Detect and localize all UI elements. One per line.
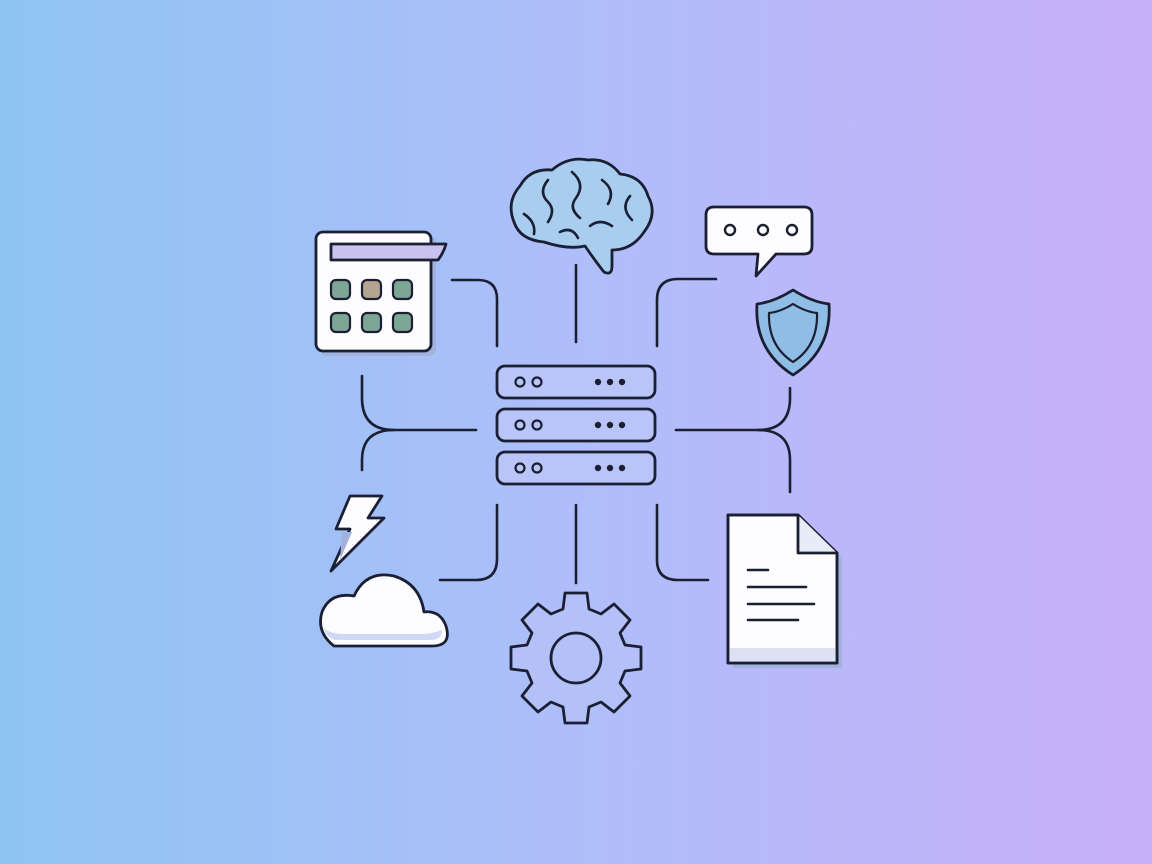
- cloud-icon: [319, 573, 449, 648]
- chat-bubble-icon: [704, 205, 814, 278]
- connector-lines: [360, 263, 792, 585]
- shield-icon: [755, 288, 831, 377]
- calculator-icon: [314, 230, 448, 356]
- gear-icon: [509, 591, 643, 725]
- document-icon: [726, 513, 842, 668]
- server-stack-icon: [495, 364, 657, 486]
- brain-icon: [509, 157, 654, 275]
- lightning-bolt-icon: [329, 494, 386, 573]
